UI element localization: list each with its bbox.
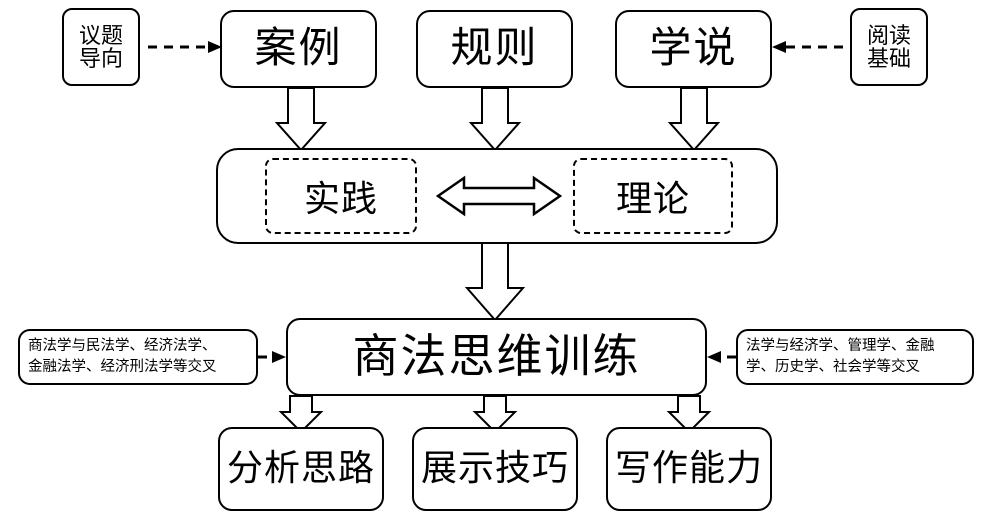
node-case-label: 案例: [254, 25, 343, 72]
note-right-crossdiscipline[interactable]: 法学与经济学、管理学、金融 学、历史学、社会学等交叉: [736, 329, 974, 385]
node-core-training[interactable]: 商法思维训练: [286, 318, 707, 396]
node-case[interactable]: 案例: [220, 10, 377, 88]
node-practice[interactable]: 实践: [265, 158, 417, 234]
node-rule-label: 规则: [450, 25, 539, 72]
note-left-text: 商法学与民法学、经济法学、 金融法学、经济刑法学等交叉: [28, 337, 217, 375]
node-doctrine-label: 学说: [649, 25, 738, 72]
node-doctrine[interactable]: 学说: [615, 10, 772, 88]
node-presentation-skill[interactable]: 展示技巧: [412, 427, 578, 511]
dashed-arrow-leftnote-to-core: [258, 351, 286, 363]
node-reading-foundation-label: 阅读 基础: [866, 22, 911, 71]
node-issue-oriented-label: 议题 导向: [78, 22, 123, 71]
node-presentation-skill-label: 展示技巧: [420, 448, 569, 489]
block-arrow-container-to-core: [464, 242, 526, 322]
node-core-training-label: 商法思维训练: [352, 330, 641, 382]
node-issue-oriented[interactable]: 议题 导向: [62, 8, 140, 86]
block-arrow-rule-down: [468, 87, 522, 152]
block-arrow-doctrine-down: [667, 87, 721, 152]
dashed-arrow-rightnote-to-core: [707, 351, 736, 363]
dashed-arrow-reading-to-doctrine: [772, 41, 843, 53]
note-right-text: 法学与经济学、管理学、金融 学、历史学、社会学等交叉: [746, 337, 935, 375]
node-theory[interactable]: 理论: [573, 158, 733, 234]
node-reading-foundation[interactable]: 阅读 基础: [850, 8, 928, 86]
node-rule[interactable]: 规则: [416, 10, 573, 88]
dashed-arrow-issue-to-case: [148, 41, 222, 53]
node-practice-label: 实践: [303, 179, 378, 219]
node-theory-label: 理论: [615, 179, 690, 219]
node-writing-ability-label: 写作能力: [614, 448, 763, 489]
node-writing-ability[interactable]: 写作能力: [606, 427, 772, 511]
note-left-crossdiscipline[interactable]: 商法学与民法学、经济法学、 金融法学、经济刑法学等交叉: [18, 329, 258, 385]
node-analysis-approach-label: 分析思路: [226, 448, 375, 489]
block-arrow-case-down: [274, 87, 328, 152]
node-analysis-approach[interactable]: 分析思路: [218, 427, 384, 511]
